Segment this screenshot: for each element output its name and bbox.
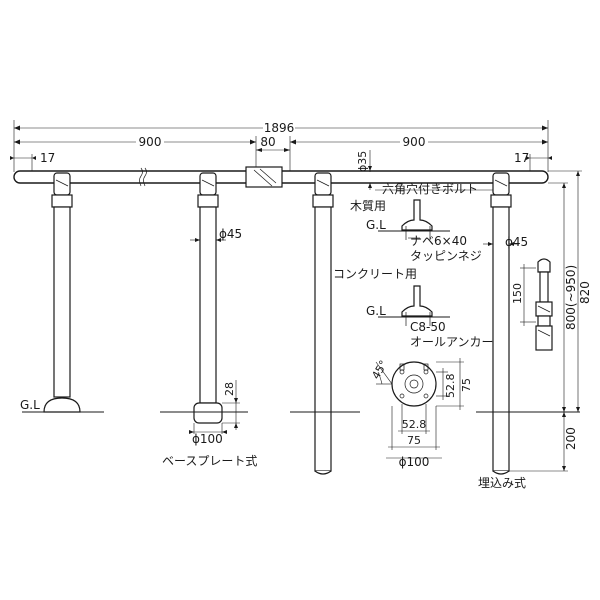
embed-depth-label: 200	[564, 427, 578, 450]
embedded-type-label: 埋込み式	[478, 476, 526, 490]
wood-detail: 木質用 G.L ナベ6×40 タッピンネジ	[350, 198, 482, 263]
left-span-label: 900	[139, 135, 162, 149]
wood-label: 木質用	[350, 198, 386, 213]
handrail	[13, 166, 549, 188]
post-4	[490, 172, 512, 475]
screw-spec-label: ナベ6×40	[410, 234, 467, 248]
plate-75-v-label: 75	[460, 378, 473, 392]
base-diameter-label: ϕ100	[192, 432, 223, 446]
post-2	[193, 172, 223, 424]
end-dimensions: 17 17	[10, 151, 552, 172]
right-span-label: 900	[403, 135, 426, 149]
plate-75-h-label: 75	[407, 434, 421, 447]
plate-top-view: 45° 52.8 75 52.8 75 ϕ100	[369, 358, 473, 469]
anchor-name-label: オールアンカー	[410, 335, 494, 349]
plate-52-8-v-label: 52.8	[444, 374, 457, 399]
anchor-spec-label: C8-50	[410, 320, 446, 334]
total-length-label: 1896	[264, 121, 295, 135]
joint-width-label: 80	[260, 135, 275, 149]
post-1	[43, 172, 81, 413]
gl-concrete-label: G.L	[366, 304, 386, 318]
gl-wood-label: G.L	[366, 218, 386, 232]
left-end-label: 17	[40, 151, 55, 165]
bracket-detail: 150	[511, 258, 553, 351]
right-end-label: 17	[514, 151, 529, 165]
base-plate-dims: 28 ϕ100 ベースプレート式	[162, 380, 257, 468]
hex-bolt-label: 六角穴付きボルト	[382, 181, 478, 196]
height-total-label: 820	[578, 281, 592, 304]
post-diameter-dims: ϕ45 ϕ45	[190, 227, 528, 249]
height-dims: 800(~950) 820 200	[509, 170, 592, 472]
screw-name-label: タッピンネジ	[410, 249, 482, 263]
concrete-label: コンクリート用	[333, 267, 417, 281]
base-height-label: 28	[223, 382, 236, 396]
post-diameter-label-left: ϕ45	[219, 227, 242, 241]
rail-diameter-label: ϕ35	[356, 151, 369, 172]
height-range-label: 800(~950)	[564, 265, 578, 330]
plate-diameter-label: ϕ100	[399, 455, 430, 469]
base-plate-type-label: ベースプレート式	[162, 454, 257, 468]
span-dimensions: 900 900 80	[14, 135, 548, 172]
overall-dimension: 1896	[13, 120, 549, 172]
rail-diameter-dim: ϕ35	[356, 150, 372, 190]
plate-52-8-h-label: 52.8	[402, 418, 427, 431]
bracket-length-label: 150	[511, 283, 524, 304]
ground-lines: G.L	[20, 398, 580, 413]
gl-left-label: G.L	[20, 398, 40, 412]
angle-label: 45°	[369, 358, 390, 381]
concrete-detail: コンクリート用 G.L C8-50 オールアンカー	[333, 267, 494, 349]
post-3	[312, 172, 334, 475]
post-diameter-label-right: ϕ45	[505, 235, 528, 249]
